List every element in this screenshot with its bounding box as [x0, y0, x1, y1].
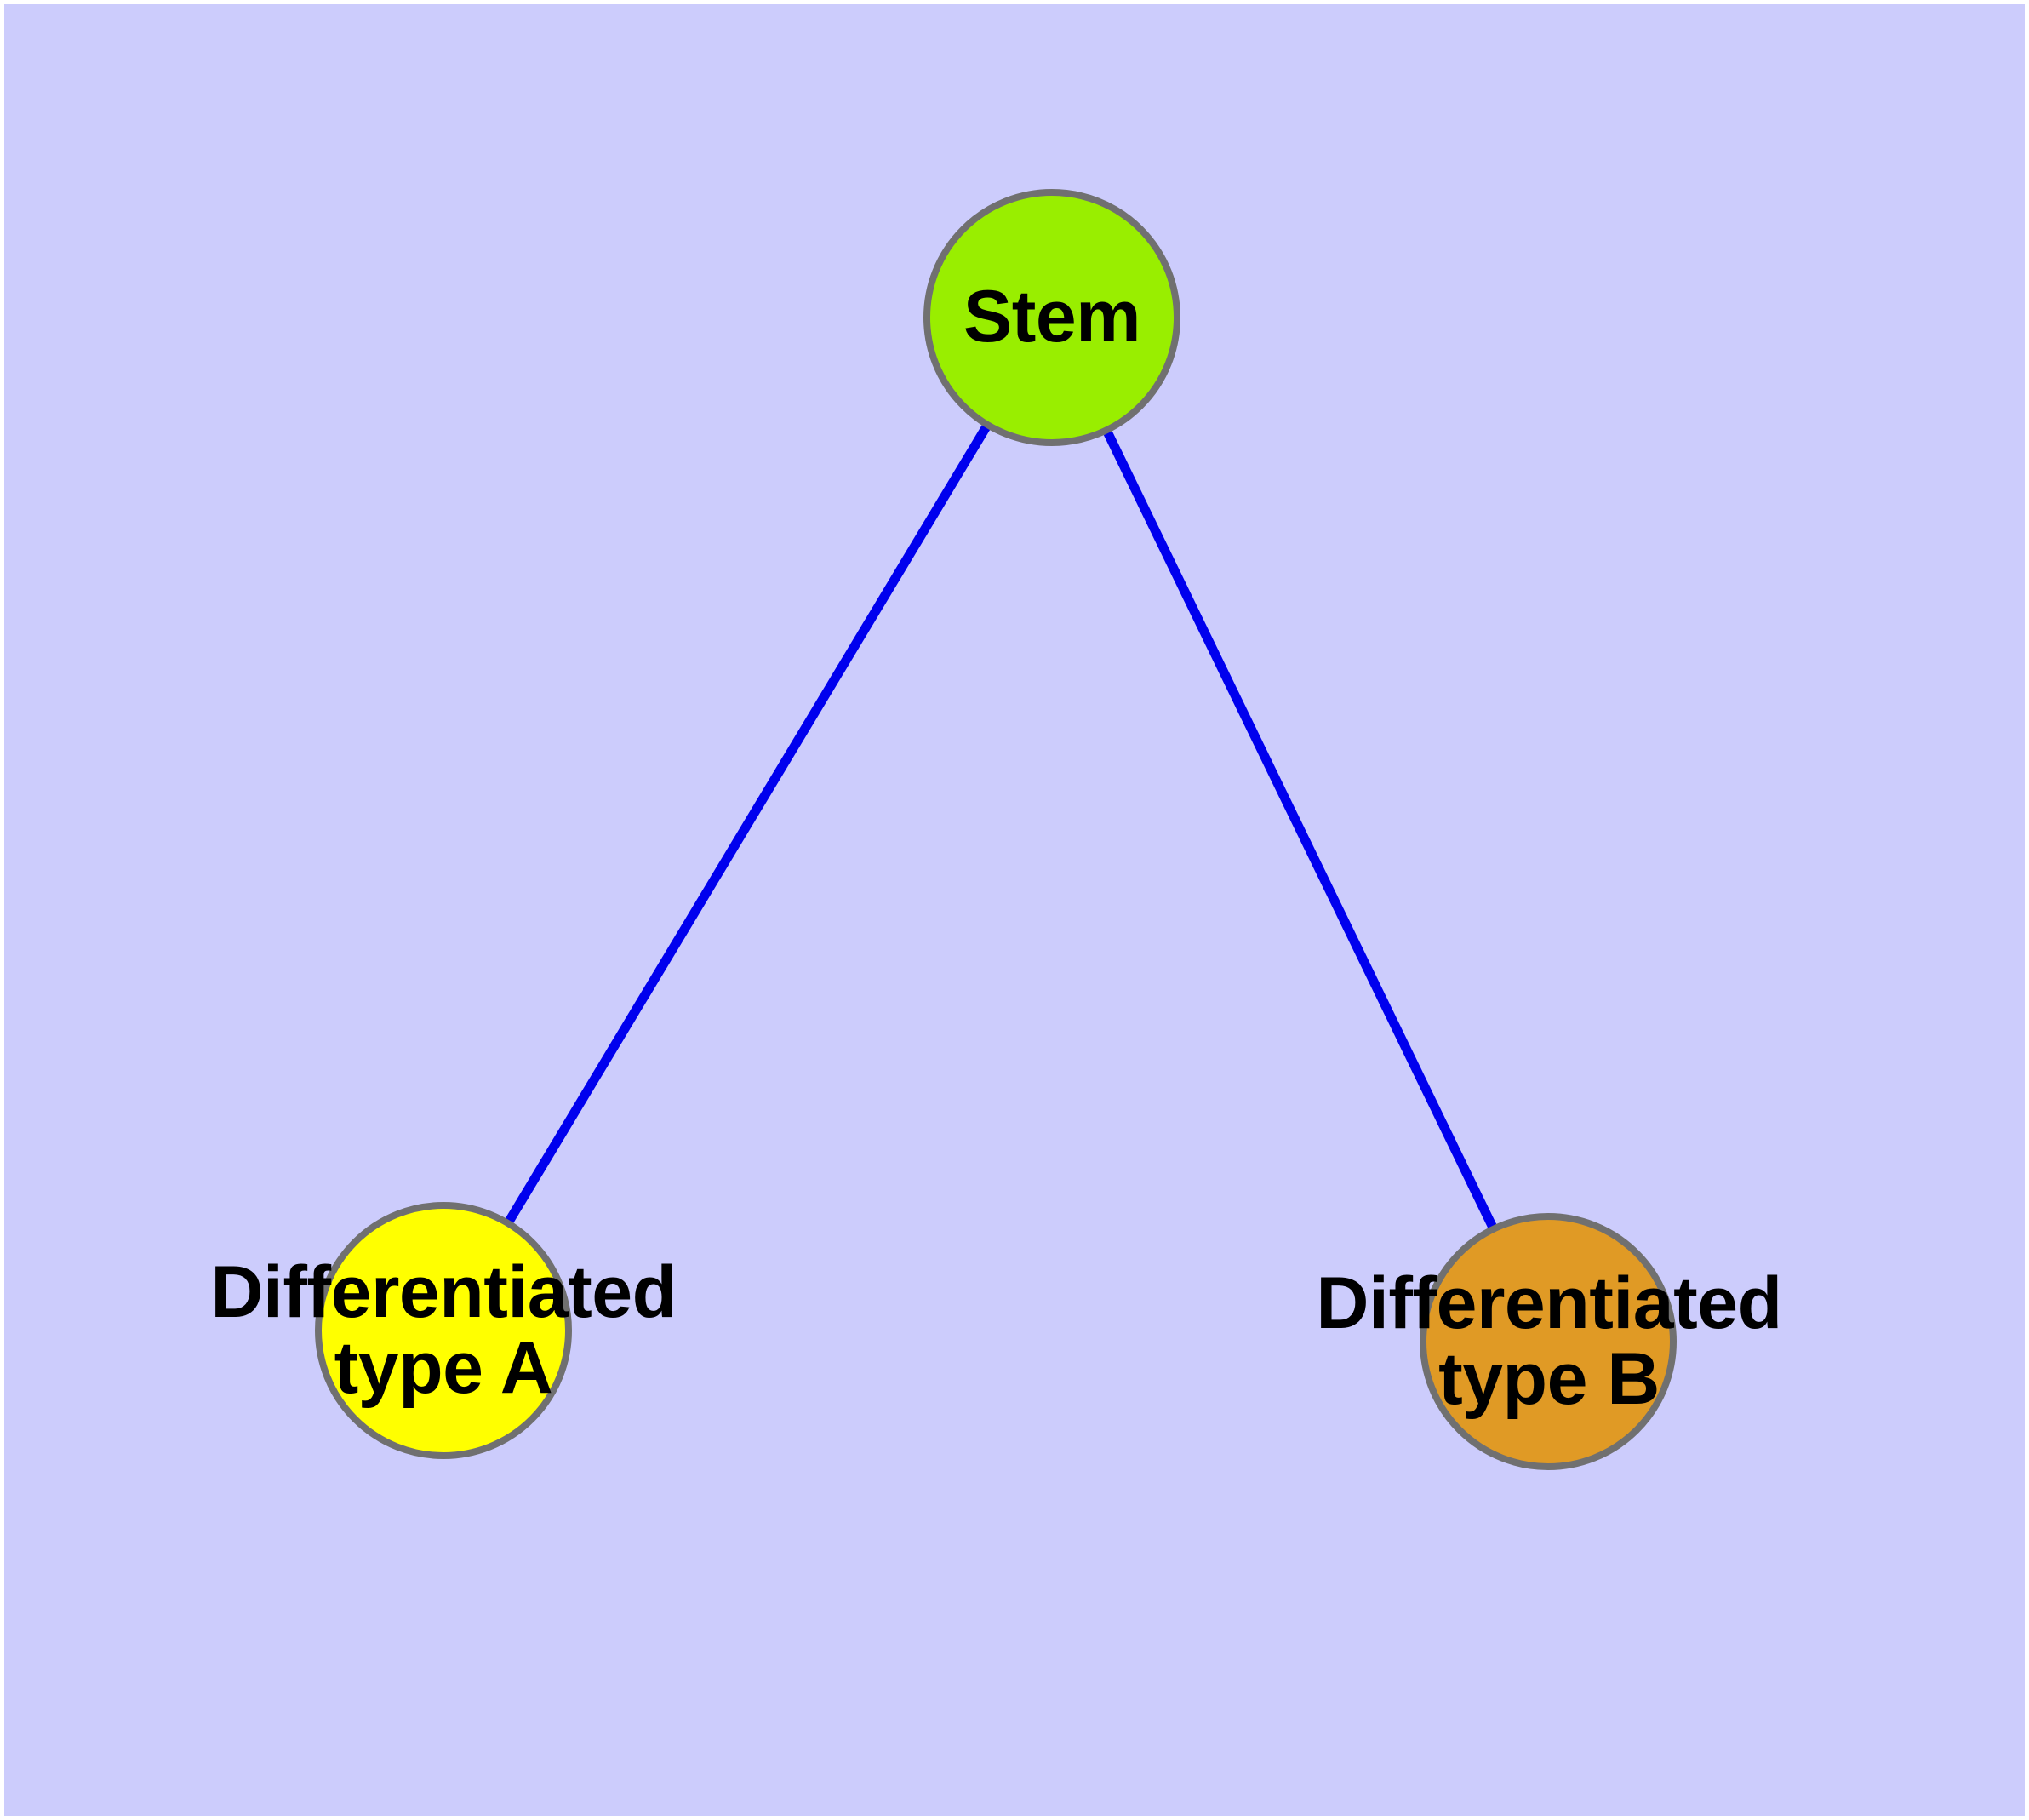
graph-plot-area: Stem Differentiated type A Differentiate… [4, 4, 2025, 1816]
node-stem-label: Stem [963, 276, 1141, 358]
node-differentiated-type-a[interactable] [315, 1202, 572, 1459]
edge-stem-to-differentiated-type-b [1048, 315, 1552, 1344]
node-stem[interactable]: Stem [923, 189, 1180, 446]
node-differentiated-type-a-label: Differentiated type A [210, 1251, 677, 1410]
edge-stem-to-differentiated-type-a [439, 315, 1056, 1333]
edge-layer [439, 315, 1552, 1344]
node-differentiated-type-b-label: Differentiated type B [1316, 1262, 1782, 1421]
node-differentiated-type-b[interactable] [1420, 1213, 1677, 1470]
